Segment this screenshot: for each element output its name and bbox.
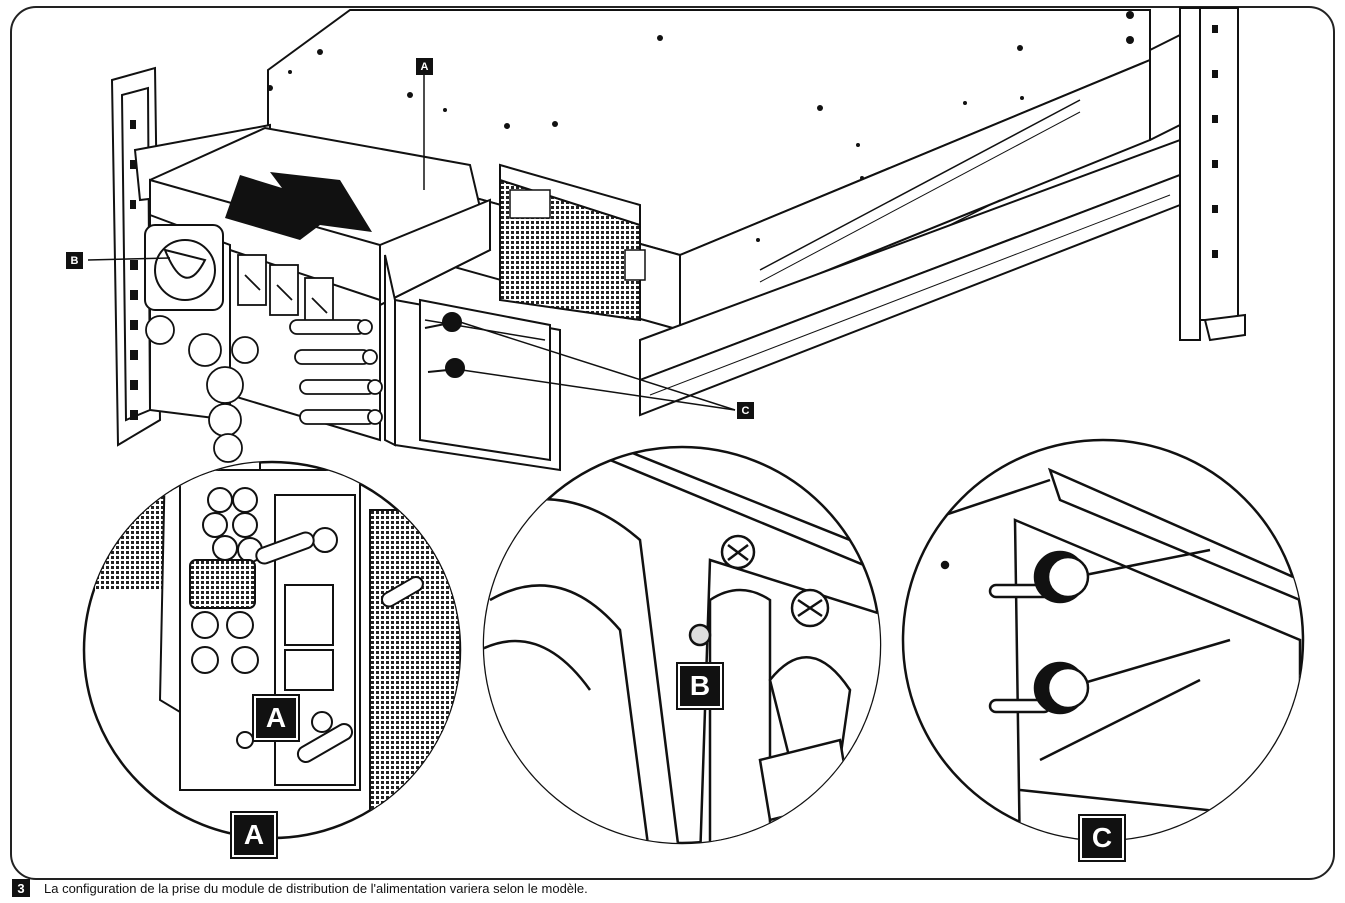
rack-installation-diagram — [82, 7, 1305, 845]
thumbscrews — [424, 312, 465, 378]
rear-rail-holes — [1126, 11, 1218, 258]
callout-a-inset-inner: A — [252, 694, 300, 742]
leader-lines — [87, 74, 736, 411]
inset-a-detail — [82, 460, 462, 840]
mounting-rails — [639, 138, 1181, 417]
callout-c-small: C — [737, 402, 754, 419]
inset-b-detail — [482, 445, 882, 845]
pdm-outlets — [145, 315, 383, 463]
inset-c-detail — [901, 438, 1305, 842]
insert-direction-arrow — [225, 172, 372, 240]
callout-a-inset: A — [230, 811, 278, 859]
rear-rack-rail — [1149, 7, 1246, 342]
callout-c-inset: C — [1078, 814, 1126, 862]
figure-caption: La configuration de la prise du module d… — [44, 880, 588, 896]
front-post-holes — [130, 120, 138, 420]
step-number-badge: 3 — [12, 879, 30, 897]
figure-frame — [10, 6, 1335, 880]
input-switch — [144, 224, 224, 311]
rear-panel — [499, 163, 646, 322]
caption-row: 3 La configuration de la prise du module… — [12, 876, 588, 900]
callout-b-inset: B — [676, 662, 724, 710]
callout-b-small: B — [66, 252, 83, 269]
callout-a-small: A — [416, 58, 433, 75]
